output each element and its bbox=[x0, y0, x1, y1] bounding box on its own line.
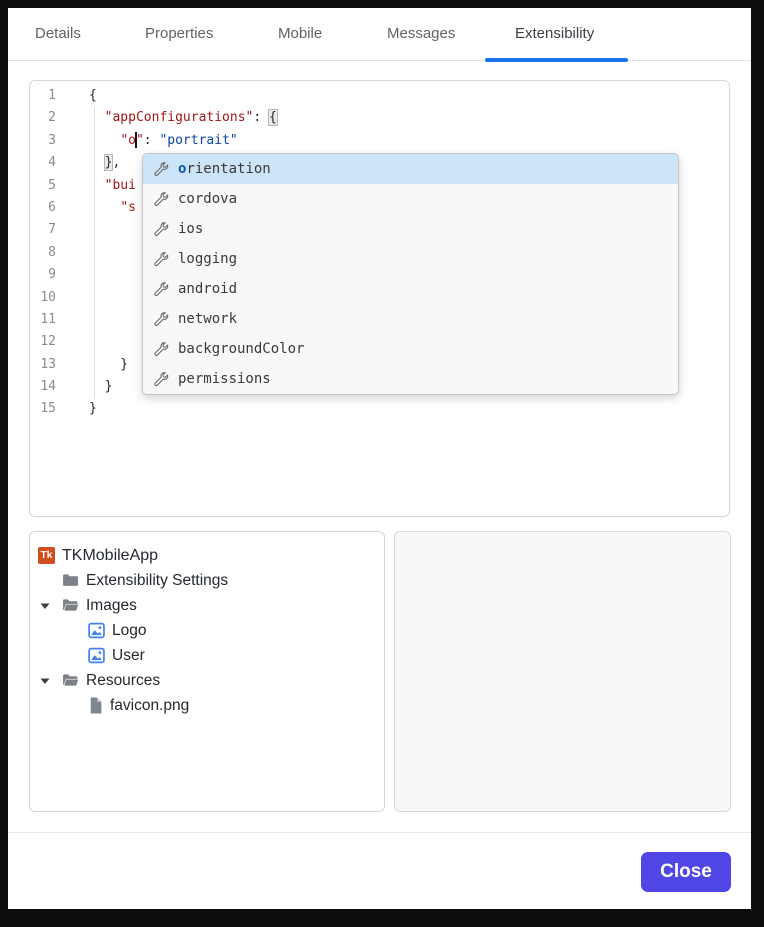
code-line[interactable]: 12 bbox=[30, 331, 729, 353]
suggest-item-backgroundcolor[interactable]: backgroundColor bbox=[143, 334, 678, 364]
code-line[interactable]: 5 "bui bbox=[30, 175, 729, 197]
text-cursor bbox=[135, 131, 137, 148]
tree-item-tkmobileapp[interactable]: Tk TKMobileApp bbox=[30, 543, 384, 568]
preview-panel bbox=[394, 531, 731, 812]
resource-tree-panel: Tk TKMobileApp Extensibility Settings Im… bbox=[29, 531, 385, 812]
tree-item-user[interactable]: User bbox=[30, 643, 384, 668]
line-number: 3 bbox=[48, 132, 56, 148]
line-number: 6 bbox=[48, 199, 56, 215]
image-icon bbox=[88, 647, 105, 664]
matched-bracket: { bbox=[268, 109, 278, 127]
tab-details[interactable]: Details bbox=[35, 25, 81, 42]
screenshot-border bbox=[751, 0, 764, 927]
folder-open-icon bbox=[63, 674, 79, 686]
code-line[interactable]: 3 "o": "portrait" bbox=[30, 130, 729, 152]
caret-down-icon bbox=[40, 678, 50, 684]
line-number: 15 bbox=[40, 401, 56, 417]
code-line[interactable]: 15 } bbox=[30, 398, 729, 420]
folder-open-icon bbox=[63, 599, 79, 611]
caret-down-icon bbox=[40, 603, 50, 609]
tree-item-label: favicon.png bbox=[110, 696, 190, 714]
active-tab-underline bbox=[485, 58, 628, 62]
folder-icon bbox=[63, 574, 78, 586]
suggest-item-cordova[interactable]: cordova bbox=[143, 184, 678, 214]
code-line[interactable]: 10 bbox=[30, 287, 729, 309]
wrench-icon bbox=[154, 282, 169, 296]
code-line[interactable]: 6 "s bbox=[30, 197, 729, 219]
tree-item-label: User bbox=[112, 646, 145, 664]
line-number: 12 bbox=[40, 334, 56, 350]
tree-item-label: Logo bbox=[112, 621, 147, 639]
code-line[interactable]: 8 bbox=[30, 242, 729, 264]
tree-item-label: Images bbox=[86, 596, 137, 614]
line-number: 13 bbox=[40, 356, 56, 372]
line-number: 1 bbox=[48, 88, 56, 103]
code-line[interactable]: 7 bbox=[30, 219, 729, 241]
tree-item-resources[interactable]: Resources bbox=[30, 668, 384, 693]
line-number: 2 bbox=[48, 110, 56, 126]
image-icon bbox=[88, 622, 105, 639]
tree-item-images[interactable]: Images bbox=[30, 593, 384, 618]
code-line[interactable]: 2 "appConfigurations": { bbox=[30, 107, 729, 129]
wrench-icon bbox=[154, 252, 169, 266]
tree-item-label: TKMobileApp bbox=[62, 546, 159, 564]
line-number: 14 bbox=[40, 379, 56, 395]
tree-item-label: Resources bbox=[86, 671, 161, 689]
suggest-item-permissions[interactable]: permissions bbox=[143, 364, 678, 394]
screenshot-border bbox=[0, 0, 764, 8]
suggest-item-android[interactable]: android bbox=[143, 274, 678, 304]
wrench-icon bbox=[154, 312, 169, 326]
code-line[interactable]: 14 } bbox=[30, 376, 729, 398]
wrench-icon bbox=[154, 222, 169, 236]
suggest-item-ios[interactable]: ios bbox=[143, 214, 678, 244]
tk-app-badge: Tk bbox=[38, 547, 55, 564]
code-line[interactable]: 1 { bbox=[30, 85, 729, 107]
wrench-icon bbox=[154, 372, 169, 386]
line-number: 11 bbox=[40, 311, 56, 327]
tab-bar-divider bbox=[8, 60, 751, 61]
line-number: 8 bbox=[48, 244, 56, 260]
tree-item-extensibility-settings[interactable]: Extensibility Settings bbox=[30, 568, 384, 593]
screenshot-border bbox=[0, 0, 8, 927]
wrench-icon bbox=[154, 342, 169, 356]
tab-messages[interactable]: Messages bbox=[387, 25, 456, 42]
code-line[interactable]: 13 } bbox=[30, 354, 729, 376]
line-number: 9 bbox=[48, 267, 56, 283]
code-line[interactable]: 11 bbox=[30, 309, 729, 331]
code-line[interactable]: 4 }, bbox=[30, 152, 729, 174]
tree-item-favicon[interactable]: favicon.png bbox=[30, 693, 384, 718]
wrench-icon bbox=[154, 192, 169, 206]
tab-properties[interactable]: Properties bbox=[145, 25, 214, 42]
code-line[interactable]: 9 bbox=[30, 264, 729, 286]
wrench-icon bbox=[154, 162, 169, 176]
tab-mobile[interactable]: Mobile bbox=[278, 25, 323, 42]
screenshot-border bbox=[0, 909, 764, 927]
line-number: 4 bbox=[48, 155, 56, 171]
line-number: 7 bbox=[48, 222, 56, 238]
matched-bracket: } bbox=[103, 154, 114, 172]
suggest-item-logging[interactable]: logging bbox=[143, 244, 678, 274]
tab-extensibility[interactable]: Extensibility bbox=[515, 25, 595, 42]
tree-item-logo[interactable]: Logo bbox=[30, 618, 384, 643]
close-button[interactable]: Close bbox=[641, 852, 731, 892]
tree-item-label: Extensibility Settings bbox=[86, 571, 229, 589]
file-icon bbox=[90, 697, 102, 714]
suggest-item-network[interactable]: network bbox=[143, 304, 678, 334]
footer-divider bbox=[8, 832, 751, 833]
line-number: 10 bbox=[40, 289, 56, 305]
line-number: 5 bbox=[48, 177, 56, 193]
indent-guide bbox=[94, 107, 95, 399]
